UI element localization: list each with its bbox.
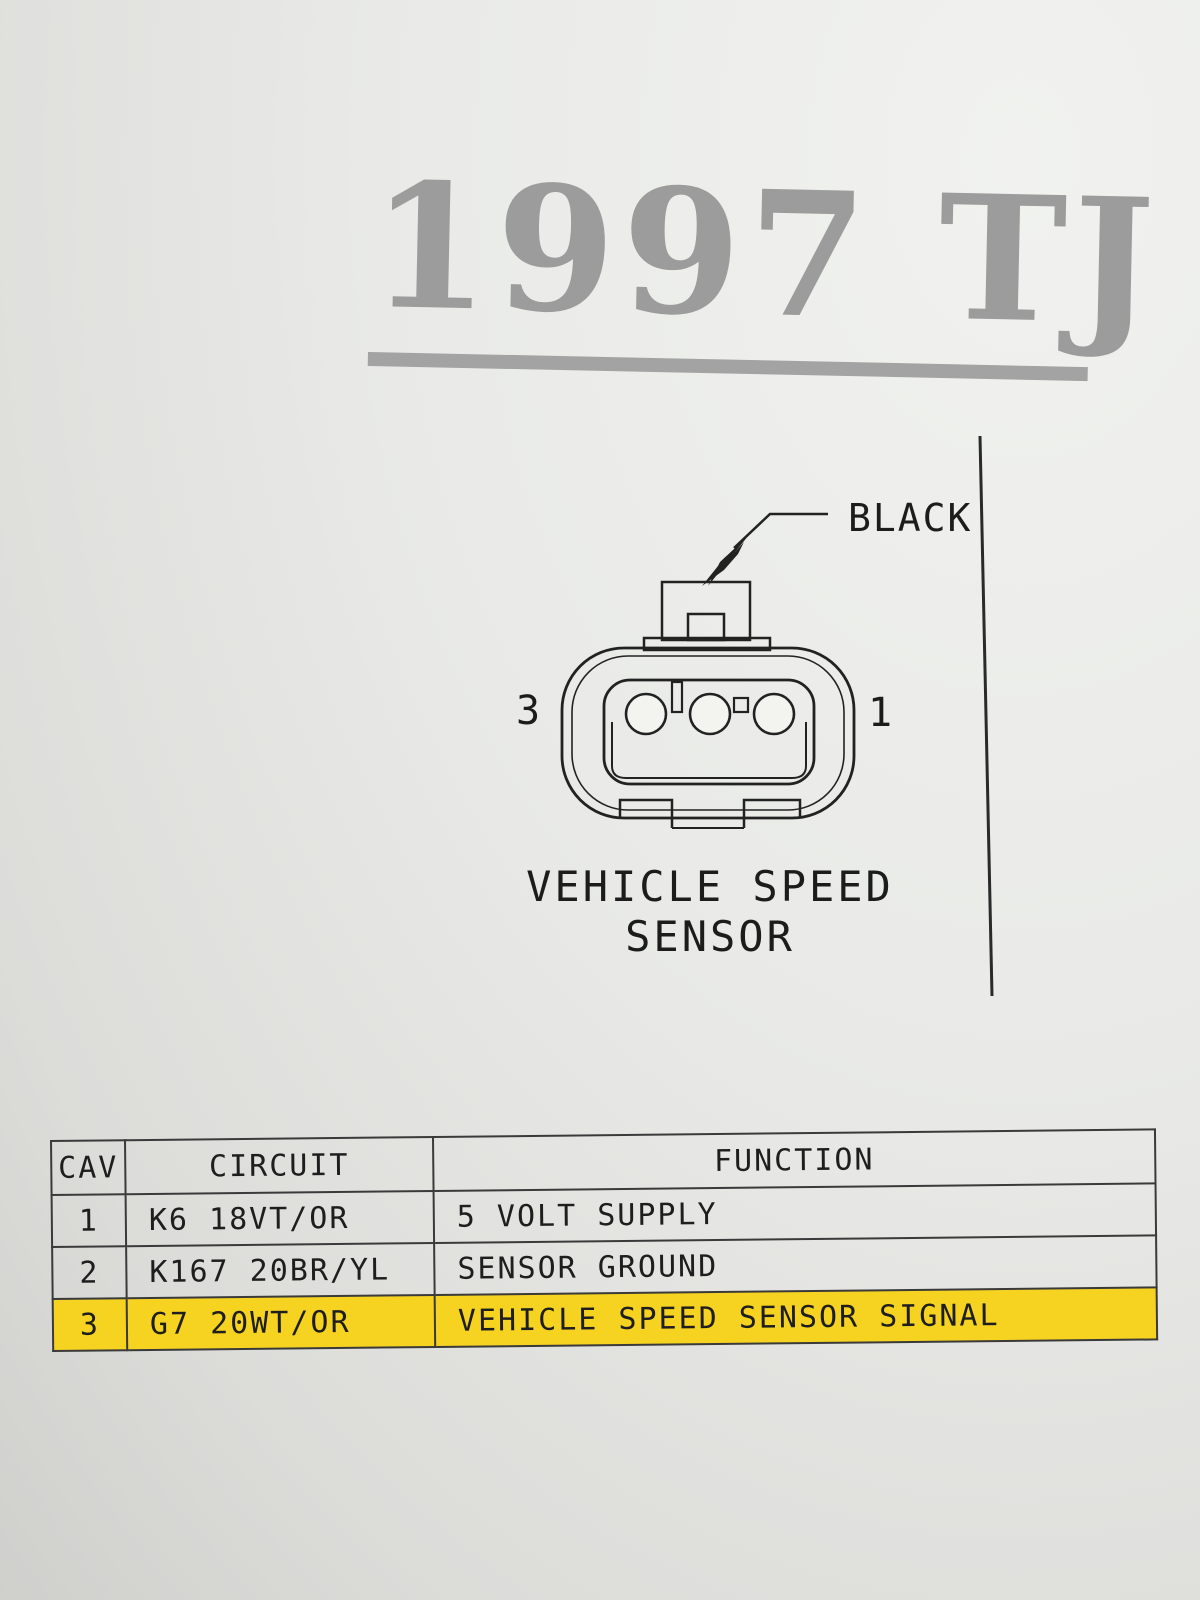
pin-1-terminal [752, 692, 796, 736]
connector-housing-inner [571, 655, 845, 811]
pin-number-right: 1 [868, 690, 893, 736]
bottom-key [742, 798, 802, 828]
cell-cav: 2 [52, 1246, 127, 1299]
pin-assignment-table: CAV CIRCUIT FUNCTION 1 K6 18VT/OR 5 VOLT… [50, 1128, 1158, 1352]
pin-divider [732, 696, 750, 714]
pin-number-left: 3 [516, 688, 541, 734]
pin-divider [670, 680, 684, 714]
connector-color-label: BLACK [848, 496, 973, 540]
pin-cavity-lip [611, 722, 807, 779]
cell-function: 5 VOLT SUPPLY [433, 1183, 1157, 1243]
latch-body [660, 580, 752, 642]
pin-2-terminal [688, 692, 732, 736]
cell-function: SENSOR GROUND [434, 1235, 1157, 1295]
cell-cav: 3 [52, 1298, 128, 1351]
latch-base [642, 636, 772, 652]
cell-function: VEHICLE SPEED SENSOR SIGNAL [434, 1287, 1158, 1347]
header-circuit: CIRCUIT [125, 1136, 434, 1195]
latch-tab [686, 612, 726, 642]
header-cav: CAV [51, 1140, 126, 1195]
pin-cavity [602, 678, 816, 786]
pin-3-terminal [624, 692, 668, 736]
connector-housing [560, 646, 856, 820]
bottom-key [618, 798, 674, 828]
cell-circuit: G7 20WT/OR [126, 1294, 436, 1351]
cell-circuit: K6 18VT/OR [125, 1190, 435, 1247]
leader-arrowhead-fill [708, 536, 748, 586]
connector-name: VEHICLE SPEED SENSOR [526, 862, 894, 962]
table-row-highlighted: 3 G7 20WT/OR VEHICLE SPEED SENSOR SIGNAL [52, 1287, 1158, 1351]
header-function: FUNCTION [432, 1129, 1156, 1191]
cell-circuit: K167 20BR/YL [126, 1242, 435, 1299]
leader-line [733, 512, 828, 549]
diagram-border-line [978, 435, 994, 997]
cell-cav: 1 [51, 1194, 127, 1247]
leader-arrowhead [702, 542, 744, 586]
